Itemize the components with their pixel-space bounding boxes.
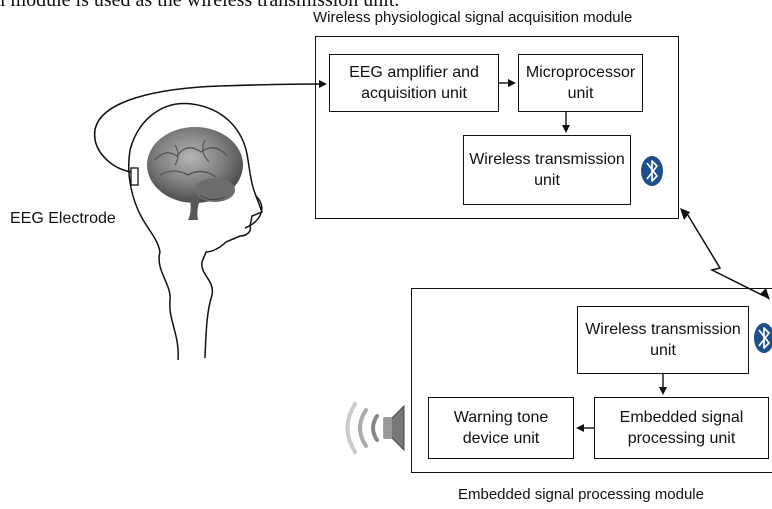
bluetooth-icon: [641, 156, 663, 186]
eeg-electrode-label: EEG Electrode: [10, 210, 116, 227]
wireless-link-arrow-top: [680, 208, 690, 220]
speaker-icon: [345, 402, 405, 454]
acquisition-module-box: [315, 36, 679, 219]
microprocessor-unit: Microprocessor unit: [518, 54, 643, 112]
eeg-amplifier-unit: EEG amplifier and acquisition unit: [329, 54, 499, 112]
brain-icon: [147, 127, 243, 220]
face-profile: [201, 195, 263, 359]
electrode-pad: [130, 167, 139, 186]
warning-tone-device-unit: Warning tone device unit: [428, 397, 574, 459]
acquisition-module-title: Wireless physiological signal acquisitio…: [313, 9, 633, 26]
wireless-link-arrow-bottom: [760, 288, 770, 300]
processing-module-title: Embedded signal processing module: [458, 486, 704, 503]
wireless-transmission-unit-2: Wireless transmission unit: [577, 306, 749, 374]
figure-caption-fragment: l module is used as the wireless transmi…: [0, 0, 400, 11]
neck-back: [158, 251, 179, 361]
wireless-transmission-unit-1: Wireless transmission unit: [463, 135, 631, 205]
embedded-signal-processing-unit: Embedded signal processing unit: [594, 397, 769, 459]
wireless-link: [685, 211, 765, 297]
processing-module-box: [411, 288, 772, 473]
bluetooth-icon: [754, 323, 772, 353]
electrode-wire: [93, 80, 327, 173]
head-outline: [127, 102, 263, 253]
